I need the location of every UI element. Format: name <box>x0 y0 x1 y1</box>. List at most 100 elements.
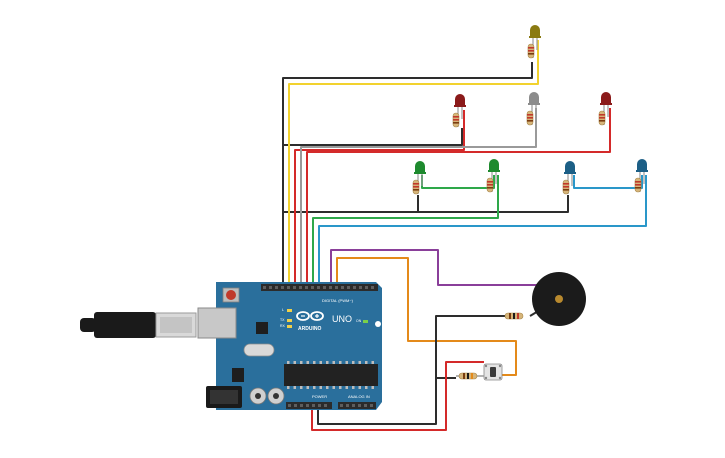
digital-pin-hole[interactable] <box>371 286 374 289</box>
digital-pin-hole[interactable] <box>293 286 296 289</box>
tx-label: TX <box>280 318 285 322</box>
l-label: L <box>282 308 284 312</box>
wire-purple[interactable] <box>330 249 546 286</box>
digital-pin-hole[interactable] <box>305 286 308 289</box>
crystal <box>243 343 275 357</box>
wire-green-1[interactable] <box>312 175 499 285</box>
analog-header[interactable] <box>338 402 376 409</box>
analog-pin-hole[interactable] <box>352 404 355 407</box>
wire-black-row3[interactable] <box>283 195 419 213</box>
power-pin-hole[interactable] <box>318 404 321 407</box>
chip-pin <box>339 386 342 389</box>
capacitor-2-top <box>273 393 279 399</box>
wire-black-gnd[interactable] <box>317 315 508 425</box>
analog-pin-hole[interactable] <box>358 404 361 407</box>
analog-pin-hole[interactable] <box>364 404 367 407</box>
chip-pin <box>306 361 309 364</box>
chip-pin <box>358 361 361 364</box>
digital-pin-hole[interactable] <box>359 286 362 289</box>
reset-button[interactable] <box>226 290 236 300</box>
digital-pin-hole[interactable] <box>275 286 278 289</box>
led-green-2-resistor[interactable] <box>486 177 494 193</box>
wire-black-row2[interactable] <box>283 128 463 146</box>
mount-hole-icon <box>375 321 381 327</box>
buzzer-center <box>555 295 563 303</box>
power-pin-hole[interactable] <box>300 404 303 407</box>
digital-pin-hole[interactable] <box>287 286 290 289</box>
digital-pin-hole[interactable] <box>269 286 272 289</box>
led-red-2-resistor[interactable] <box>598 110 606 126</box>
power-pin-hole[interactable] <box>312 404 315 407</box>
digital-pin-hole[interactable] <box>311 286 314 289</box>
analog-pin-hole[interactable] <box>340 404 343 407</box>
wire-red-5v[interactable] <box>311 361 484 431</box>
piezo-buzzer[interactable] <box>529 272 586 326</box>
wire-red-1[interactable] <box>294 110 465 285</box>
digital-pin-hole[interactable] <box>353 286 356 289</box>
chip-pin <box>300 361 303 364</box>
buzzer-resistor[interactable] <box>504 312 524 320</box>
led-red-1-resistor[interactable] <box>452 112 460 128</box>
maker-label: ARDUINO <box>298 326 321 332</box>
analog-pin-hole[interactable] <box>370 404 373 407</box>
digital-pin-hole[interactable] <box>317 286 320 289</box>
led-layer <box>412 25 648 195</box>
chip-pin <box>365 361 368 364</box>
button-resistor[interactable] <box>456 372 484 380</box>
power-pin-hole[interactable] <box>306 404 309 407</box>
wire-blue-2[interactable] <box>573 175 643 189</box>
wire-green-2[interactable] <box>421 175 495 189</box>
wire-grey[interactable] <box>300 108 537 285</box>
chip-pin <box>326 386 329 389</box>
digital-pin-hole[interactable] <box>347 286 350 289</box>
digital-pin-hole[interactable] <box>323 286 326 289</box>
digital-pin-hole[interactable] <box>335 286 338 289</box>
digital-pin-hole[interactable] <box>365 286 368 289</box>
analog-pin-hole[interactable] <box>346 404 349 407</box>
on-label: ON <box>356 319 362 323</box>
chip-pin <box>358 386 361 389</box>
chip-pin <box>332 361 335 364</box>
chip-pin <box>365 386 368 389</box>
led-blue-1-resistor[interactable] <box>562 179 570 195</box>
chip-pin <box>326 361 329 364</box>
led-grey-resistor[interactable] <box>526 110 534 126</box>
power-pin-hole[interactable] <box>288 404 291 407</box>
digital-pin-hole[interactable] <box>299 286 302 289</box>
push-button[interactable] <box>483 363 503 381</box>
chip-pin <box>339 361 342 364</box>
wire-black-top[interactable] <box>282 62 533 285</box>
wire-orange[interactable] <box>336 257 517 376</box>
power-header-label: POWER <box>312 394 327 399</box>
power-pin-hole[interactable] <box>294 404 297 407</box>
bottom-pins <box>288 404 373 407</box>
chip-pin <box>313 361 316 364</box>
wires-layer <box>282 40 647 431</box>
usb-cable[interactable] <box>80 312 197 338</box>
arduino-logo-icon <box>296 311 324 321</box>
usb-port[interactable] <box>197 307 237 339</box>
digital-pin-hole[interactable] <box>341 286 344 289</box>
led-blue-2-resistor[interactable] <box>634 177 642 193</box>
atmega-chip <box>284 364 378 386</box>
digital-pin-hole[interactable] <box>329 286 332 289</box>
led-yellow-resistor[interactable] <box>527 43 535 59</box>
digital-pin-hole[interactable] <box>281 286 284 289</box>
power-jack-inner <box>210 390 238 404</box>
wire-blue-1[interactable] <box>318 175 647 285</box>
wire-yellow[interactable] <box>288 40 539 285</box>
power-pin-hole[interactable] <box>324 404 327 407</box>
chip-pin <box>371 361 374 364</box>
wire-red-2[interactable] <box>306 108 611 285</box>
usb-plug-inner <box>160 317 192 333</box>
wire-black-row3b[interactable] <box>418 195 569 213</box>
digital-pin-hole[interactable] <box>263 286 266 289</box>
arduino-uno-board[interactable]: UNO ARDUINO DIGITAL (PWM~) POWER ANALOG … <box>197 282 382 410</box>
led-green-1-resistor[interactable] <box>412 179 420 195</box>
small-ic <box>256 322 268 334</box>
cable-strain-relief <box>80 318 96 332</box>
chip-pins <box>287 361 374 389</box>
chip-pin <box>293 361 296 364</box>
